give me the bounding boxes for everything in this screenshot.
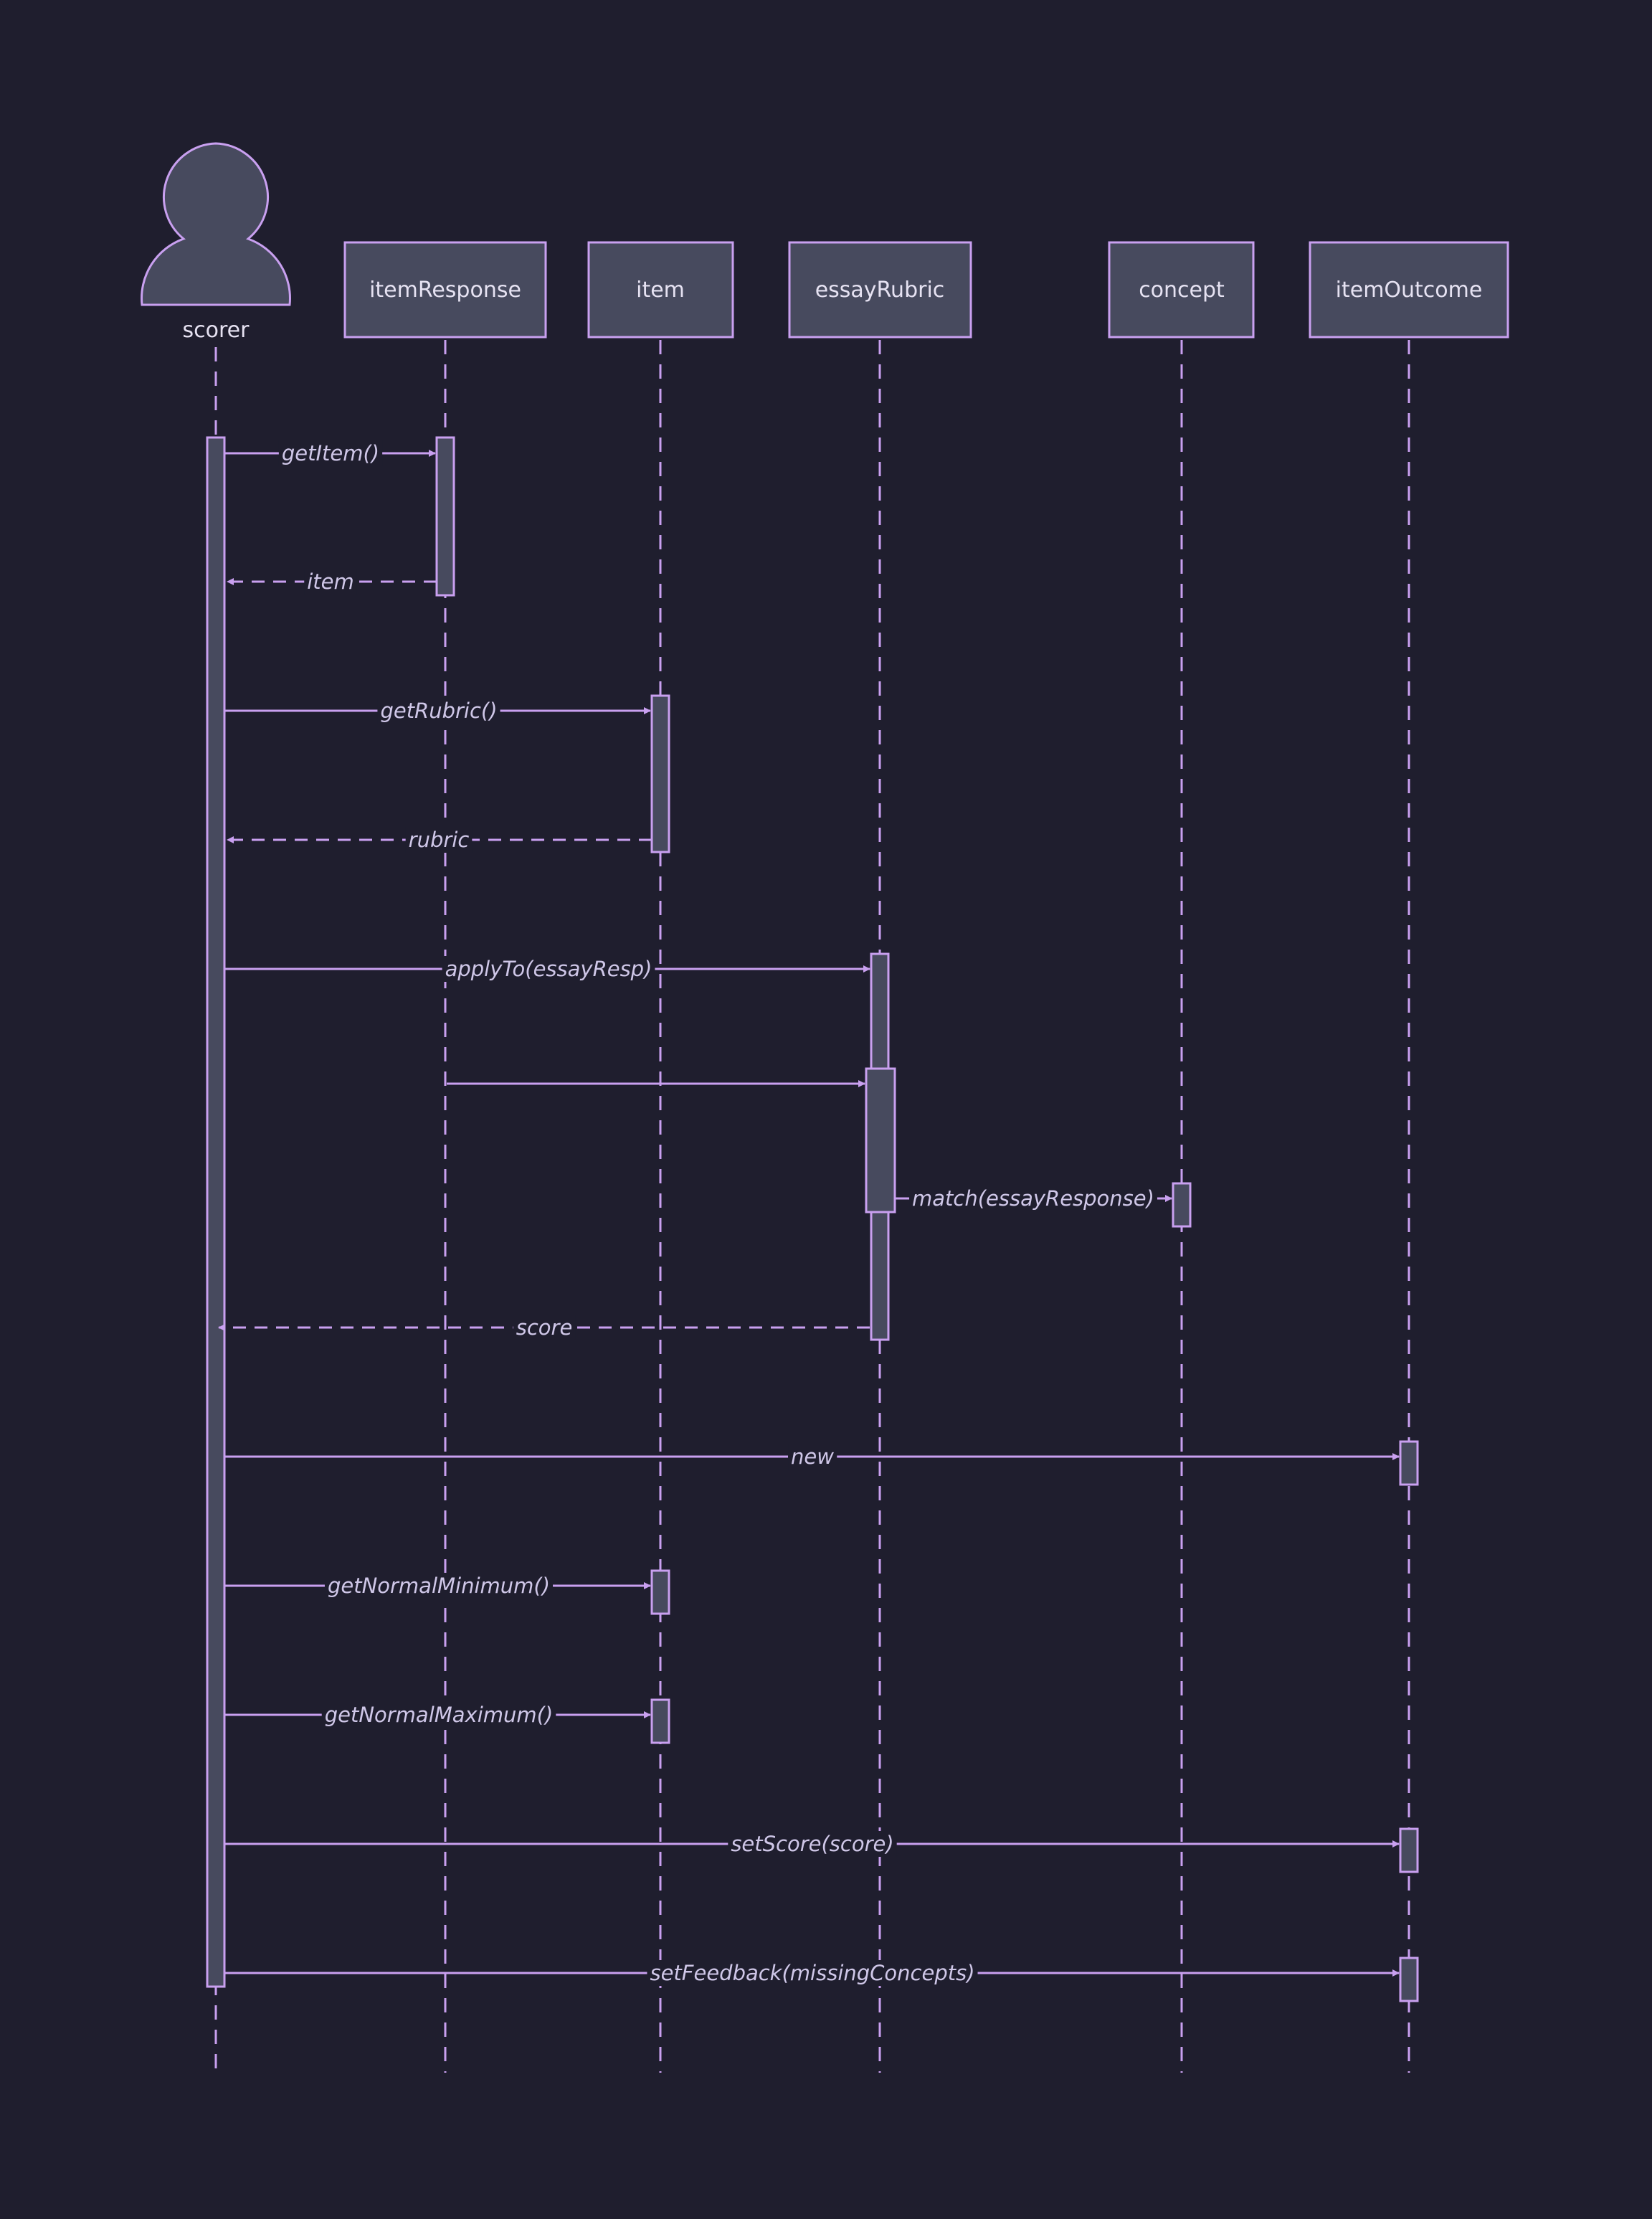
message-label-background bbox=[377, 698, 500, 724]
participant-box bbox=[343, 241, 547, 339]
message-getRubric: getRubric() bbox=[224, 698, 651, 724]
activation-item bbox=[650, 1698, 670, 1744]
activation-concept bbox=[1172, 1182, 1192, 1228]
participant-concept: concept bbox=[1108, 241, 1255, 339]
message-label-background bbox=[304, 569, 357, 595]
activation-item bbox=[650, 694, 670, 853]
participant-scorer: scorer bbox=[141, 142, 291, 343]
participant-label: itemOutcome bbox=[1336, 278, 1483, 303]
message-label-background bbox=[728, 1831, 897, 1857]
message-label: applyTo(essayResp) bbox=[445, 957, 652, 981]
message-new: new bbox=[224, 1444, 1400, 1470]
message-return-item: item bbox=[227, 569, 437, 595]
message-label-background bbox=[442, 956, 655, 982]
messages: getItem() item getRubric() rubric applyT… bbox=[218, 440, 1400, 1986]
message-label-background bbox=[788, 1444, 837, 1470]
message-match: match(essayResponse) bbox=[895, 1186, 1172, 1211]
participant-essayRubric: essayRubric bbox=[788, 241, 972, 339]
activation-essayRubric-nested bbox=[865, 1067, 896, 1213]
participant-item: item bbox=[587, 241, 734, 339]
actor-icon bbox=[141, 142, 291, 306]
participant-itemOutcome: itemOutcome bbox=[1309, 241, 1509, 339]
participant-box bbox=[788, 241, 972, 339]
message-label: score bbox=[516, 1315, 573, 1340]
participant-label: item bbox=[636, 278, 685, 303]
activation-scorer bbox=[206, 436, 226, 1988]
activations bbox=[206, 436, 1419, 2002]
message-label: setScore(score) bbox=[731, 1832, 893, 1856]
message-label: getItem() bbox=[282, 441, 379, 465]
participant-box bbox=[587, 241, 734, 339]
participant-itemResponse: itemResponse bbox=[343, 241, 547, 339]
message-label-background bbox=[321, 1702, 556, 1728]
message-label-background bbox=[324, 1573, 554, 1599]
message-return-score: score bbox=[218, 1315, 870, 1340]
message-label-background bbox=[647, 1960, 978, 1986]
message-label-background bbox=[278, 440, 383, 466]
participant-box bbox=[1108, 241, 1255, 339]
activation-itemOutcome bbox=[1399, 1440, 1419, 1486]
participant-label: itemResponse bbox=[369, 278, 521, 303]
participant-label: scorer bbox=[183, 318, 250, 343]
activation-itemOutcome bbox=[1399, 1957, 1419, 2002]
message-label: item bbox=[307, 569, 354, 594]
activation-item bbox=[650, 1569, 670, 1615]
message-setScore: setScore(score) bbox=[224, 1831, 1400, 1857]
message-return-rubric: rubric bbox=[227, 827, 652, 853]
message-label: new bbox=[791, 1444, 834, 1469]
message-label: getNormalMinimum() bbox=[328, 1574, 550, 1598]
message-label-background bbox=[405, 827, 473, 853]
message-label: match(essayResponse) bbox=[912, 1186, 1154, 1211]
message-label: rubric bbox=[409, 828, 470, 852]
message-label-background bbox=[909, 1186, 1157, 1211]
message-label: setFeedback(missingConcepts) bbox=[650, 1961, 974, 1985]
activation-itemResponse bbox=[435, 436, 455, 597]
message-label: getRubric() bbox=[380, 699, 497, 723]
activation-itemOutcome bbox=[1399, 1827, 1419, 1873]
message-getItem: getItem() bbox=[224, 440, 436, 466]
participant-box bbox=[1309, 241, 1509, 339]
message-setFeedback: setFeedback(missingConcepts) bbox=[224, 1960, 1400, 1986]
lifelines bbox=[214, 340, 1410, 2073]
participant-label: essayRubric bbox=[815, 278, 945, 303]
message-label-background bbox=[513, 1315, 576, 1340]
message-getNormalMaximum: getNormalMaximum() bbox=[224, 1702, 651, 1728]
message-getNormalMinimum: getNormalMinimum() bbox=[224, 1573, 651, 1599]
message-applyTo: applyTo(essayResp) bbox=[224, 956, 870, 982]
message-label: getNormalMaximum() bbox=[325, 1703, 554, 1727]
participant-label: concept bbox=[1139, 278, 1225, 303]
